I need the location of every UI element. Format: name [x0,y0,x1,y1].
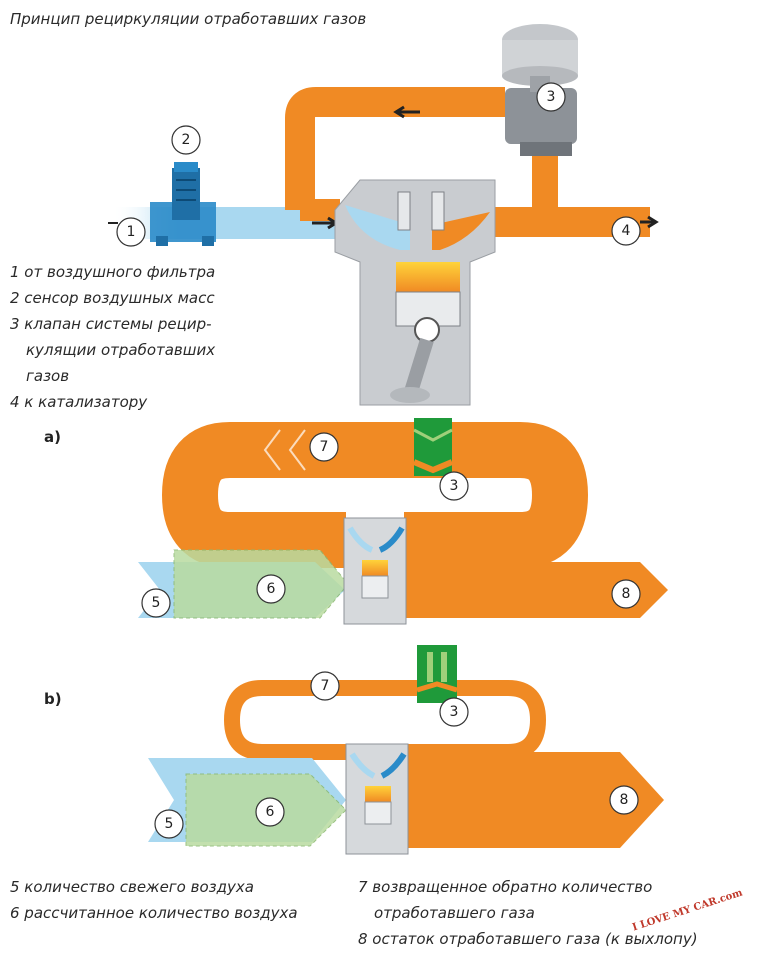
svg-text:5: 5 [165,816,174,832]
legend-item-6: 6 рассчитанное количество воздуха [10,904,298,922]
legend-item-1: 1 от воздушного фильтра [10,263,216,281]
legend-item-3-cont: кулящии отработавших [26,341,216,359]
mass-air-sensor [150,162,216,246]
svg-text:4: 4 [622,223,631,239]
marker-1: 1 [116,217,146,247]
svg-text:2: 2 [182,132,191,148]
egr-valve-top [502,24,578,156]
legend-item-5: 5 количество свежего воздуха [10,878,254,896]
return-arrow [393,105,420,119]
marker-6-b: 6 [255,797,285,827]
marker-3-top: 3 [536,82,566,112]
engine-cylinder-top [334,179,496,406]
marker-8-b: 8 [609,785,639,815]
svg-text:3: 3 [450,478,459,494]
marker-4: 4 [611,216,641,246]
marker-3-b: 3 [439,697,469,727]
marker-8-a: 8 [611,579,641,609]
marker-6-a: 6 [256,574,286,604]
top-schematic: 1 2 3 4 [108,24,659,406]
legend-item-7-cont: отработавшего газа [374,904,535,922]
marker-7-a: 7 [309,432,339,462]
egr-valve-b [417,645,457,703]
legend-item-3-cont2: газов [26,367,70,385]
svg-text:6: 6 [267,581,276,597]
section-label-a: a) [44,428,61,446]
legend-item-3: 3 клапан системы рецир- [10,315,212,333]
section-label-b: b) [44,690,62,708]
svg-text:1: 1 [127,224,136,240]
diagram-a: 7 3 6 5 8 [138,418,668,625]
legend-item-4: 4 к катализатору [10,393,148,411]
svg-text:7: 7 [320,439,329,455]
svg-text:8: 8 [620,792,629,808]
svg-text:7: 7 [321,678,330,694]
marker-7-b: 7 [310,671,340,701]
marker-5-a: 5 [141,588,171,618]
marker-5-b: 5 [154,809,184,839]
marker-2: 2 [171,125,201,155]
marker-3-a: 3 [439,471,469,501]
legend-item-7: 7 возвращенное обратно количество [358,878,653,896]
egr-loop-b [223,680,547,760]
legend-item-2: 2 сенсор воздушных масс [10,289,215,307]
egr-loop-a [161,422,589,568]
svg-text:8: 8 [622,586,631,602]
egr-return-pipe [285,87,505,210]
exhaust-arrow [640,215,659,229]
svg-text:3: 3 [547,89,556,105]
svg-text:6: 6 [266,804,275,820]
page-title: Принцип рециркуляции отработавших газов [10,10,367,28]
exhaust-rest-a [405,562,668,618]
svg-text:5: 5 [152,595,161,611]
legend-item-8: 8 остаток отработавшего газа (к выхлопу) [358,930,698,948]
diagram-b: 7 3 6 5 8 [148,645,664,855]
svg-text:3: 3 [450,704,459,720]
exhaust-rest-b [405,752,664,848]
